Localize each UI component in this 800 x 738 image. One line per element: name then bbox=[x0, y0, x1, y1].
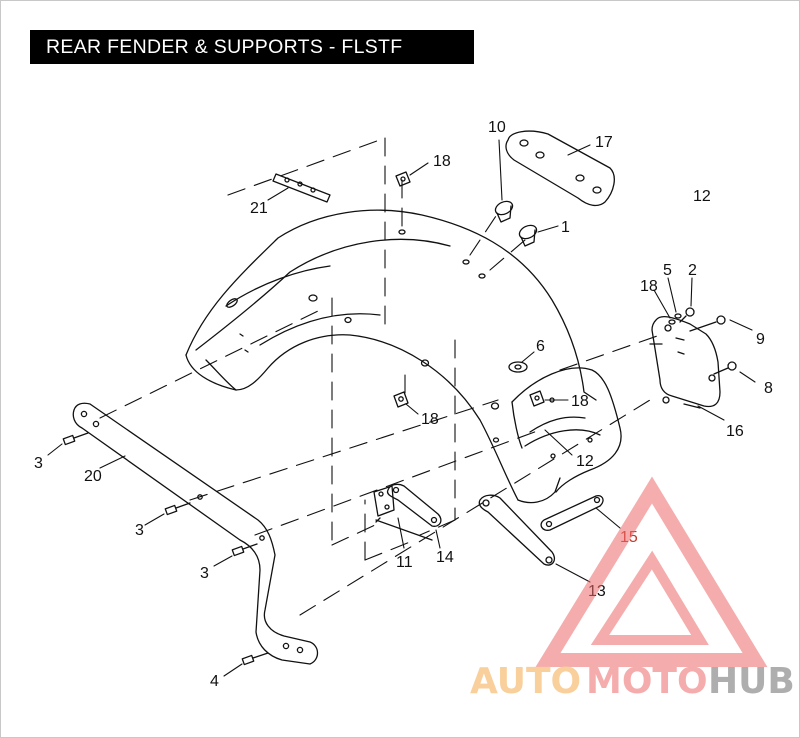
support-rail-20 bbox=[72, 402, 319, 665]
washer-5 bbox=[674, 313, 682, 319]
callout-4: 4 bbox=[210, 673, 219, 690]
bolt-3-lower bbox=[231, 543, 258, 557]
clip-nut-18-liner bbox=[529, 390, 545, 407]
callout-leaders bbox=[47, 139, 756, 677]
rear-fender bbox=[185, 209, 597, 504]
callout-14: 14 bbox=[436, 549, 454, 566]
watermark-auto: AUTO bbox=[470, 661, 581, 702]
fender-liner bbox=[511, 367, 622, 493]
callout-labels: 10 17 18 21 12 1 5 2 18 9 6 18 8 18 16 3… bbox=[34, 119, 773, 690]
callout-18-liner: 18 bbox=[571, 393, 589, 410]
plate-11 bbox=[373, 485, 395, 517]
seat-pad-17 bbox=[505, 130, 615, 207]
link-14 bbox=[375, 483, 442, 541]
rubber-bumper-10 bbox=[494, 200, 514, 223]
callout-11: 11 bbox=[396, 554, 413, 571]
callout-17: 17 bbox=[595, 134, 613, 151]
bolt-4 bbox=[241, 652, 269, 666]
screw-8 bbox=[713, 361, 737, 375]
callout-1: 1 bbox=[561, 219, 570, 236]
callout-16: 16 bbox=[726, 423, 744, 440]
callout-3-upper: 3 bbox=[34, 455, 43, 472]
grommet-6 bbox=[508, 361, 528, 373]
nut-18-bracket bbox=[668, 319, 676, 325]
strut-13 bbox=[478, 494, 556, 566]
callout-18-mid: 18 bbox=[421, 411, 439, 428]
callout-9: 9 bbox=[756, 331, 765, 348]
watermark-triangle-logo bbox=[535, 476, 768, 667]
rubber-bumper-1 bbox=[518, 224, 538, 247]
callout-18-top: 18 bbox=[433, 153, 451, 170]
callout-18-bracket: 18 bbox=[640, 278, 658, 295]
callout-10: 10 bbox=[488, 119, 506, 136]
callout-12-top: 12 bbox=[693, 188, 711, 205]
callout-2: 2 bbox=[688, 262, 697, 279]
callout-3-middle: 3 bbox=[135, 522, 144, 539]
mounting-bracket-16 bbox=[649, 316, 721, 409]
screw-9 bbox=[689, 315, 726, 332]
watermark-hub: HUB bbox=[708, 661, 795, 702]
callout-12-liner: 12 bbox=[576, 453, 594, 470]
callout-8: 8 bbox=[764, 380, 773, 397]
callout-5: 5 bbox=[663, 262, 672, 279]
watermark-moto: MOTO bbox=[586, 661, 708, 702]
callout-20: 20 bbox=[84, 468, 102, 485]
screw-2 bbox=[679, 307, 695, 323]
spacer-15 bbox=[540, 494, 604, 531]
callout-3-lower: 3 bbox=[200, 565, 209, 582]
clip-nut-18-top bbox=[395, 171, 411, 187]
automotohub-watermark: AUTO MOTO HUB bbox=[470, 476, 795, 702]
clip-nut-18-mid bbox=[393, 391, 409, 408]
fender-strap-21 bbox=[272, 173, 331, 203]
callout-21: 21 bbox=[250, 200, 268, 217]
bolt-3-upper bbox=[62, 432, 89, 446]
callout-6: 6 bbox=[536, 338, 545, 355]
bolt-3-middle bbox=[164, 502, 191, 516]
page-title: REAR FENDER & SUPPORTS - FLSTF bbox=[30, 30, 474, 64]
